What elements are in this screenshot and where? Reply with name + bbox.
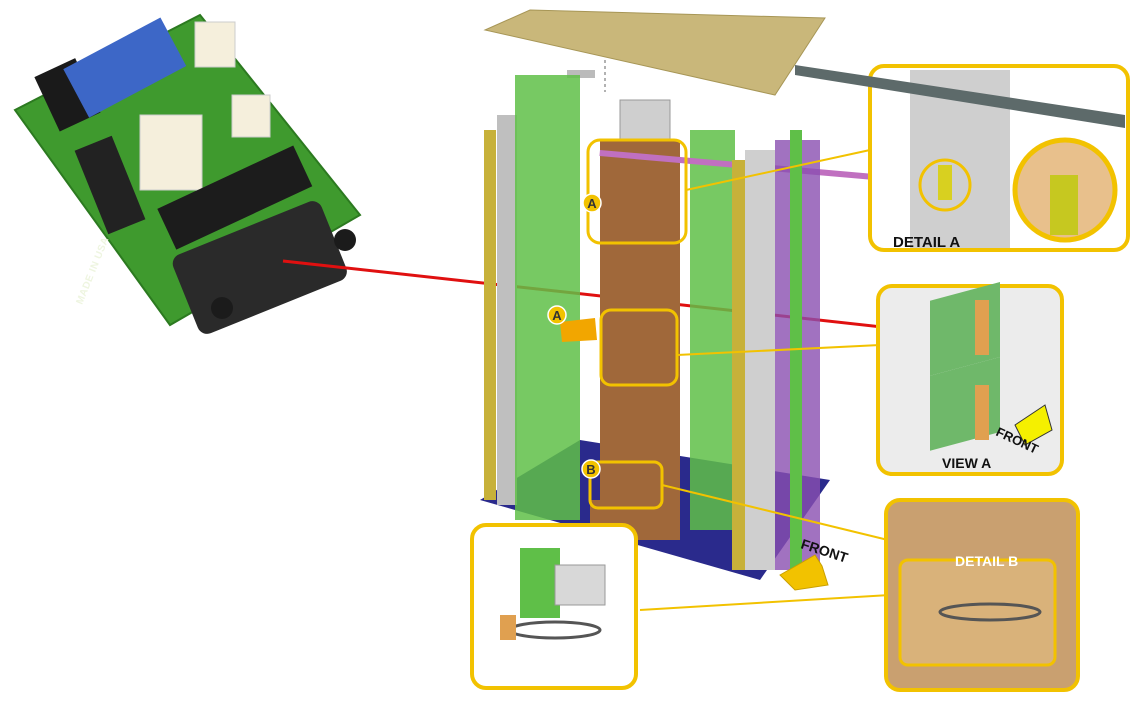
callout-box-view-a-source	[599, 308, 679, 387]
callout-marker-a-top-text: A	[587, 196, 597, 211]
cabinet-assembly	[480, 75, 919, 580]
detail-b-panel: DETAIL B	[884, 498, 1080, 692]
callout-box-detail-a-source	[586, 138, 688, 245]
detail-b-label: DETAIL B	[955, 553, 1018, 569]
view-a-label: VIEW A	[942, 455, 991, 471]
pcb-marking-text: MADE IN USA	[75, 236, 112, 307]
top-plate	[483, 9, 826, 96]
leader-lines	[639, 149, 891, 611]
callout-marker-b: B	[581, 459, 601, 479]
pcb-board-photo: MADE IN USA	[13, 13, 362, 334]
callout-marker-b-text: B	[586, 462, 595, 477]
bottom-detail-panel	[470, 523, 638, 690]
detail-a-label: DETAIL A	[893, 234, 960, 251]
callout-marker-a-arrow-text: A	[552, 308, 562, 323]
detail-a-panel: DETAIL A	[795, 64, 1130, 252]
callout-marker-a-arrow: A	[547, 305, 597, 342]
callout-marker-a-top: A	[582, 193, 602, 213]
view-a-panel: FRONT VIEW A	[876, 282, 1064, 476]
